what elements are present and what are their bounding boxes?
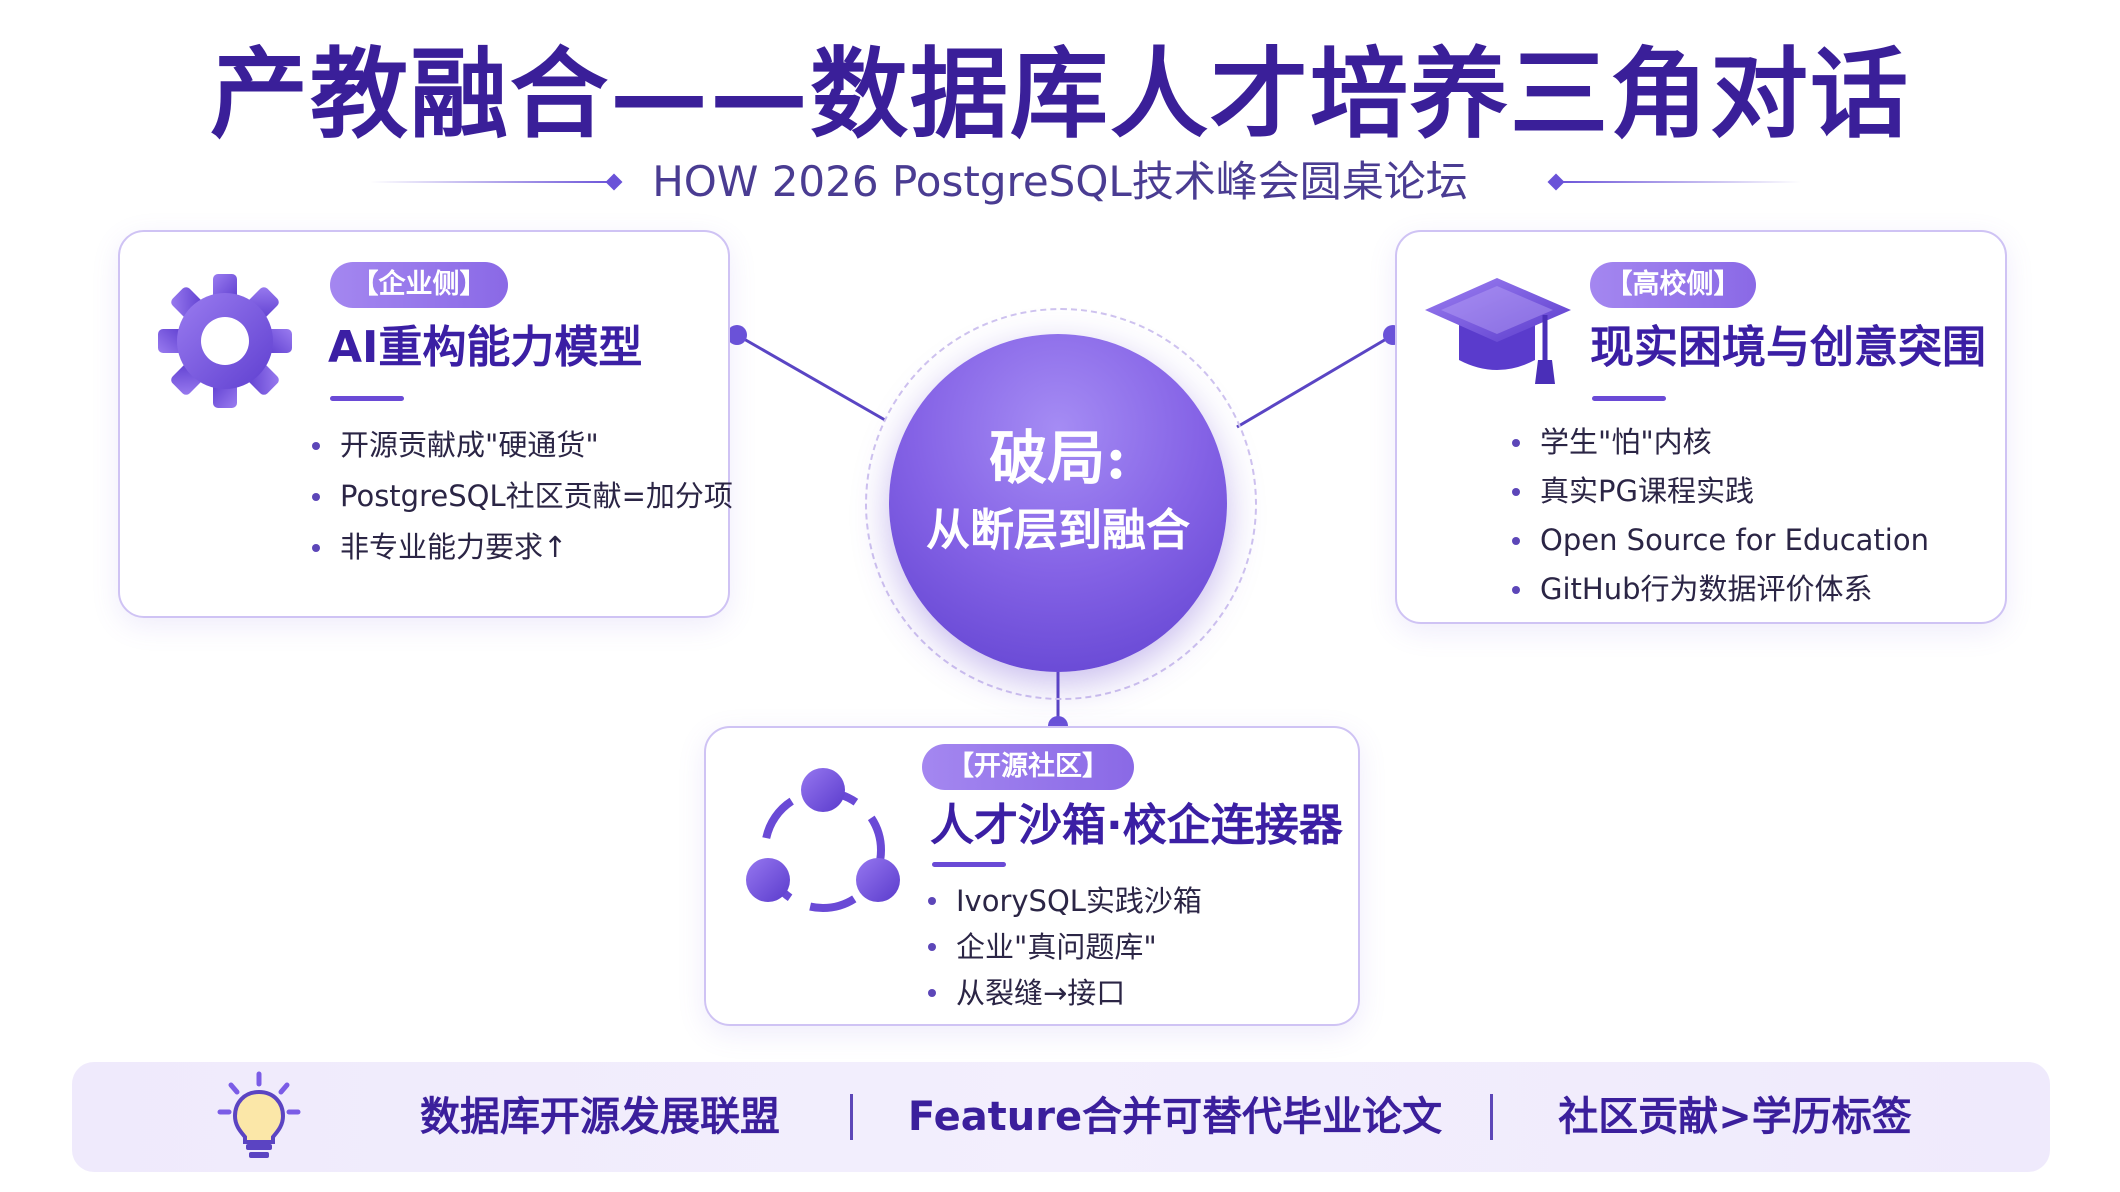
banner-separator	[850, 1094, 853, 1140]
list-item: IvorySQL实践沙箱	[928, 878, 1202, 924]
center-dashed-ring	[865, 308, 1257, 700]
list-item: 开源贡献成"硬通货"	[312, 420, 733, 471]
list-item: 学生"怕"内核	[1512, 418, 1929, 467]
university-title: 现实困境与创意突围	[1590, 322, 1986, 373]
center-circle	[889, 334, 1227, 672]
bottom-banner	[72, 1062, 2050, 1172]
banner-separator	[1490, 1094, 1493, 1140]
lightbulb-icon	[217, 1071, 301, 1158]
list-item: GitHub行为数据评价体系	[1512, 565, 1929, 614]
list-item: 从裂缝→接口	[928, 970, 1202, 1016]
page-title: 产教融合——数据库人才培养三角对话	[209, 37, 1910, 152]
center-subheading: 从断层到融合	[926, 505, 1190, 556]
list-item: PostgreSQL社区贡献=加分项	[312, 471, 733, 522]
banner-item-contribution-label: 社区贡献>学历标签	[1558, 1094, 1912, 1140]
enterprise-bullet-list: 开源贡献成"硬通货" PostgreSQL社区贡献=加分项 非专业能力要求↑	[312, 420, 733, 573]
graduation-cap-icon	[1425, 278, 1571, 384]
banner-item-alliance: 数据库开源发展联盟	[420, 1094, 780, 1140]
university-bullet-list: 学生"怕"内核 真实PG课程实践 Open Source for Educati…	[1512, 418, 1929, 614]
list-item: 企业"真问题库"	[928, 924, 1202, 970]
subtitle-line-left	[370, 181, 615, 183]
enterprise-title-underline	[330, 396, 404, 401]
gear-icon	[158, 274, 292, 408]
community-title: 人才沙箱·校企连接器	[930, 800, 1343, 851]
center-heading: 破局:	[989, 424, 1127, 492]
university-title-underline	[1592, 396, 1666, 401]
enterprise-title: AI重构能力模型	[328, 322, 643, 373]
list-item: 非专业能力要求↑	[312, 522, 733, 573]
community-tag: 【开源社区】	[922, 744, 1134, 790]
enterprise-tag: 【企业侧】	[330, 262, 508, 308]
university-tag: 【高校侧】	[1590, 262, 1756, 308]
community-title-underline	[932, 862, 1006, 867]
page-subtitle: HOW 2026 PostgreSQL技术峰会圆桌论坛	[652, 157, 1468, 206]
connector-dot-enterprise	[727, 325, 747, 345]
connector-university	[1236, 333, 1394, 429]
subtitle-line-right	[1556, 181, 1801, 183]
connector-enterprise	[736, 333, 886, 422]
list-item: 真实PG课程实践	[1512, 467, 1929, 516]
network-nodes-icon	[746, 768, 900, 912]
banner-item-feature-thesis: Feature合并可替代毕业论文	[907, 1094, 1443, 1140]
list-item: Open Source for Education	[1512, 516, 1929, 565]
community-bullet-list: IvorySQL实践沙箱 企业"真问题库" 从裂缝→接口	[928, 878, 1202, 1016]
